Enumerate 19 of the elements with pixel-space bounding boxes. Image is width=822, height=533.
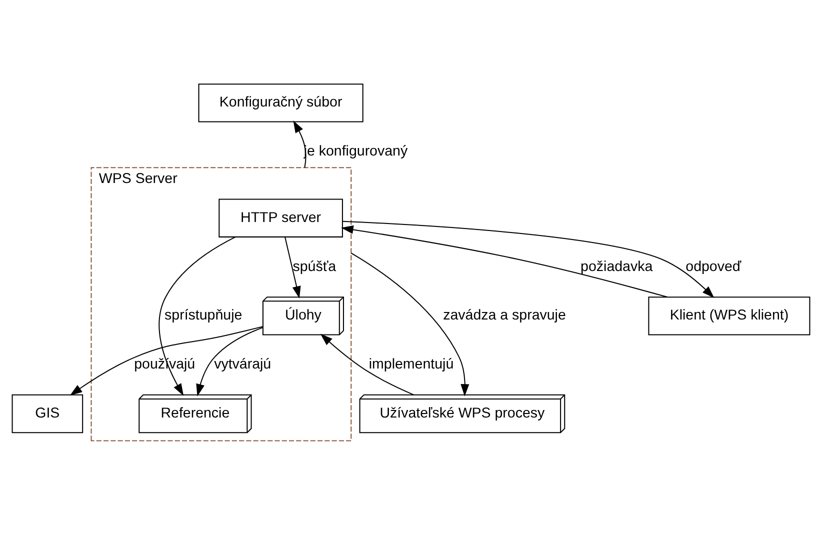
arrow <box>341 225 668 298</box>
node-box: GIS <box>12 394 84 434</box>
node-box: Klient (WPS klient) <box>648 296 810 336</box>
arrow <box>284 237 301 298</box>
edge-label: implementujú <box>368 356 454 373</box>
arrow <box>70 326 263 396</box>
arrow <box>320 334 414 396</box>
node-box: Konfiguračný súbor <box>198 84 364 122</box>
edge-label: odpoveď <box>686 258 742 275</box>
edge-label: spúšťa <box>292 258 336 275</box>
node-box: HTTP server <box>218 198 343 238</box>
edge-label: vytvárajú <box>214 356 272 373</box>
arrow <box>158 236 236 396</box>
arrow <box>350 252 470 396</box>
edge-label: požiadavka <box>580 258 653 275</box>
edge-label: zavádza a spravuje <box>443 308 566 324</box>
arrow <box>342 220 714 298</box>
edge-label: sprístupňuje <box>164 308 242 324</box>
arrow <box>196 327 263 396</box>
